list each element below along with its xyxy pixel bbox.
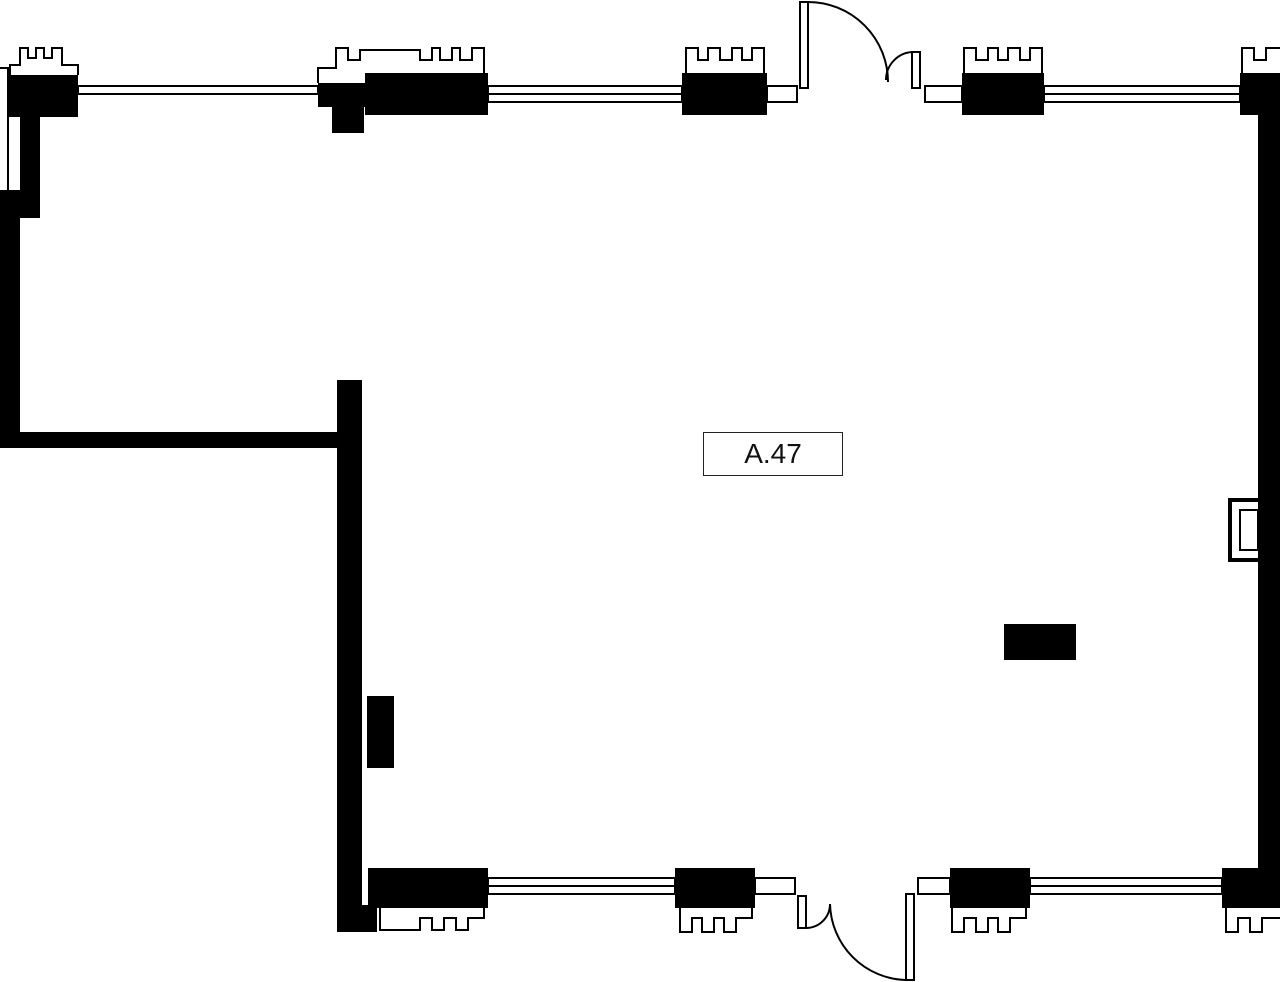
door-top-right-leaf	[911, 51, 921, 89]
room-label-text: A.47	[744, 438, 802, 469]
door-top-left-swing	[807, 1, 889, 83]
crenel-top-left-edge	[0, 67, 9, 190]
crenel-top-right	[1241, 47, 1280, 73]
column-top-left-stem	[20, 110, 40, 218]
crenel-top-4	[963, 47, 1043, 73]
crenel-bottom-right	[1225, 908, 1280, 933]
window-top-1	[77, 85, 319, 95]
door-bottom-left-swing	[805, 903, 831, 929]
column-bottom-3	[950, 868, 1030, 908]
crenel-bottom-2	[679, 908, 753, 933]
crenel-bottom-1	[379, 908, 485, 931]
window-top-4	[924, 85, 963, 103]
wall-horizontal-mid-left	[0, 432, 362, 448]
column-bottom-right	[1222, 868, 1280, 908]
column-top-left	[8, 75, 78, 117]
walls	[0, 73, 1280, 932]
doors	[797, 1, 921, 981]
wall-right	[1258, 100, 1280, 890]
column-bottom-1	[368, 868, 488, 908]
column-top-right	[1240, 73, 1280, 115]
interior-block-left	[367, 696, 394, 768]
wall-niche-right-inner	[1239, 509, 1259, 551]
window-top-3	[766, 85, 798, 103]
crenel-top-1	[317, 47, 485, 83]
door-top-right-swing	[884, 51, 913, 81]
window-bottom-3	[917, 877, 951, 895]
door-bottom-right-leaf	[905, 893, 915, 981]
wall-left-upper	[0, 190, 20, 448]
column-top-3	[682, 73, 767, 115]
column-bottom-2	[675, 868, 755, 908]
crenel-bottom-3	[951, 908, 1027, 933]
room-label: A.47	[703, 432, 843, 476]
door-top-left-leaf	[799, 1, 809, 89]
column-outlines	[0, 47, 1280, 933]
wall-inner-vertical	[337, 380, 362, 932]
column-top-1-stem	[332, 100, 364, 133]
crenel-top-3	[685, 47, 765, 73]
door-bottom-right-swing	[829, 903, 907, 981]
column-top-2	[365, 73, 488, 115]
interior-block-right	[1004, 624, 1076, 660]
door-bottom-left-leaf	[797, 895, 807, 929]
crenel-top-left	[9, 47, 79, 75]
wall-niche-right	[1228, 498, 1262, 562]
column-top-4	[962, 73, 1044, 115]
watermark-text: ID 7	[970, 868, 1015, 893]
windows	[77, 85, 1241, 895]
wall-bottom-stub	[337, 905, 377, 932]
window-bottom-2	[754, 877, 796, 895]
